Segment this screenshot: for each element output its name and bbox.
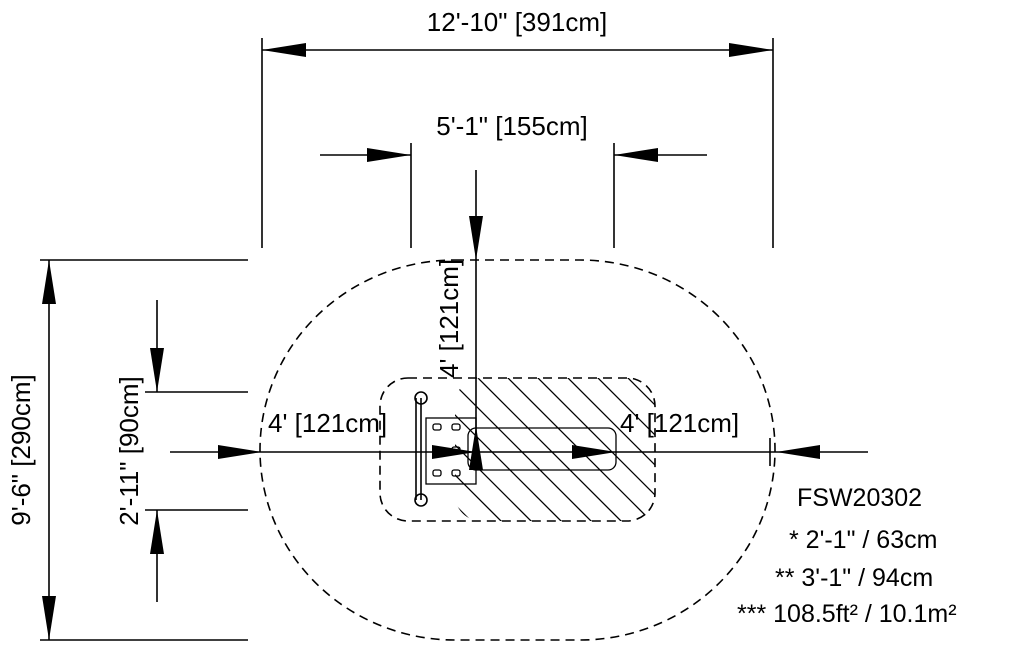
swing-width-dimension — [320, 143, 707, 248]
left-clearance-label: 4' [121cm] — [268, 408, 387, 438]
note-line-2: ** 3'-1" / 94cm — [775, 564, 933, 592]
overall-width-label: 12'-10" [391cm] — [427, 7, 607, 37]
note-line-3: *** 108.5ft² / 10.1m² — [737, 600, 957, 628]
overall-depth-dimension — [40, 259, 248, 641]
note-line-1: * 2'-1" / 63cm — [789, 526, 937, 554]
top-clearance-dimension — [469, 170, 483, 470]
seat-depth-label: 2'-11" [90cm] — [114, 376, 144, 526]
right-clearance-label: 4' [121cm] — [620, 408, 739, 438]
horizontal-clearance-dimension — [170, 438, 868, 466]
overall-width-dimension — [261, 38, 774, 248]
inner-zone-outline — [379, 377, 656, 522]
overall-depth-label: 9'-6" [290cm] — [6, 374, 36, 525]
use-zone-outline — [259, 259, 776, 641]
top-clearance-label: 4' [121cm] — [434, 259, 464, 378]
seat-depth-dimension — [145, 300, 248, 602]
model-number: FSW20302 — [797, 484, 922, 512]
swing-width-label: 5'-1" [155cm] — [436, 111, 587, 141]
